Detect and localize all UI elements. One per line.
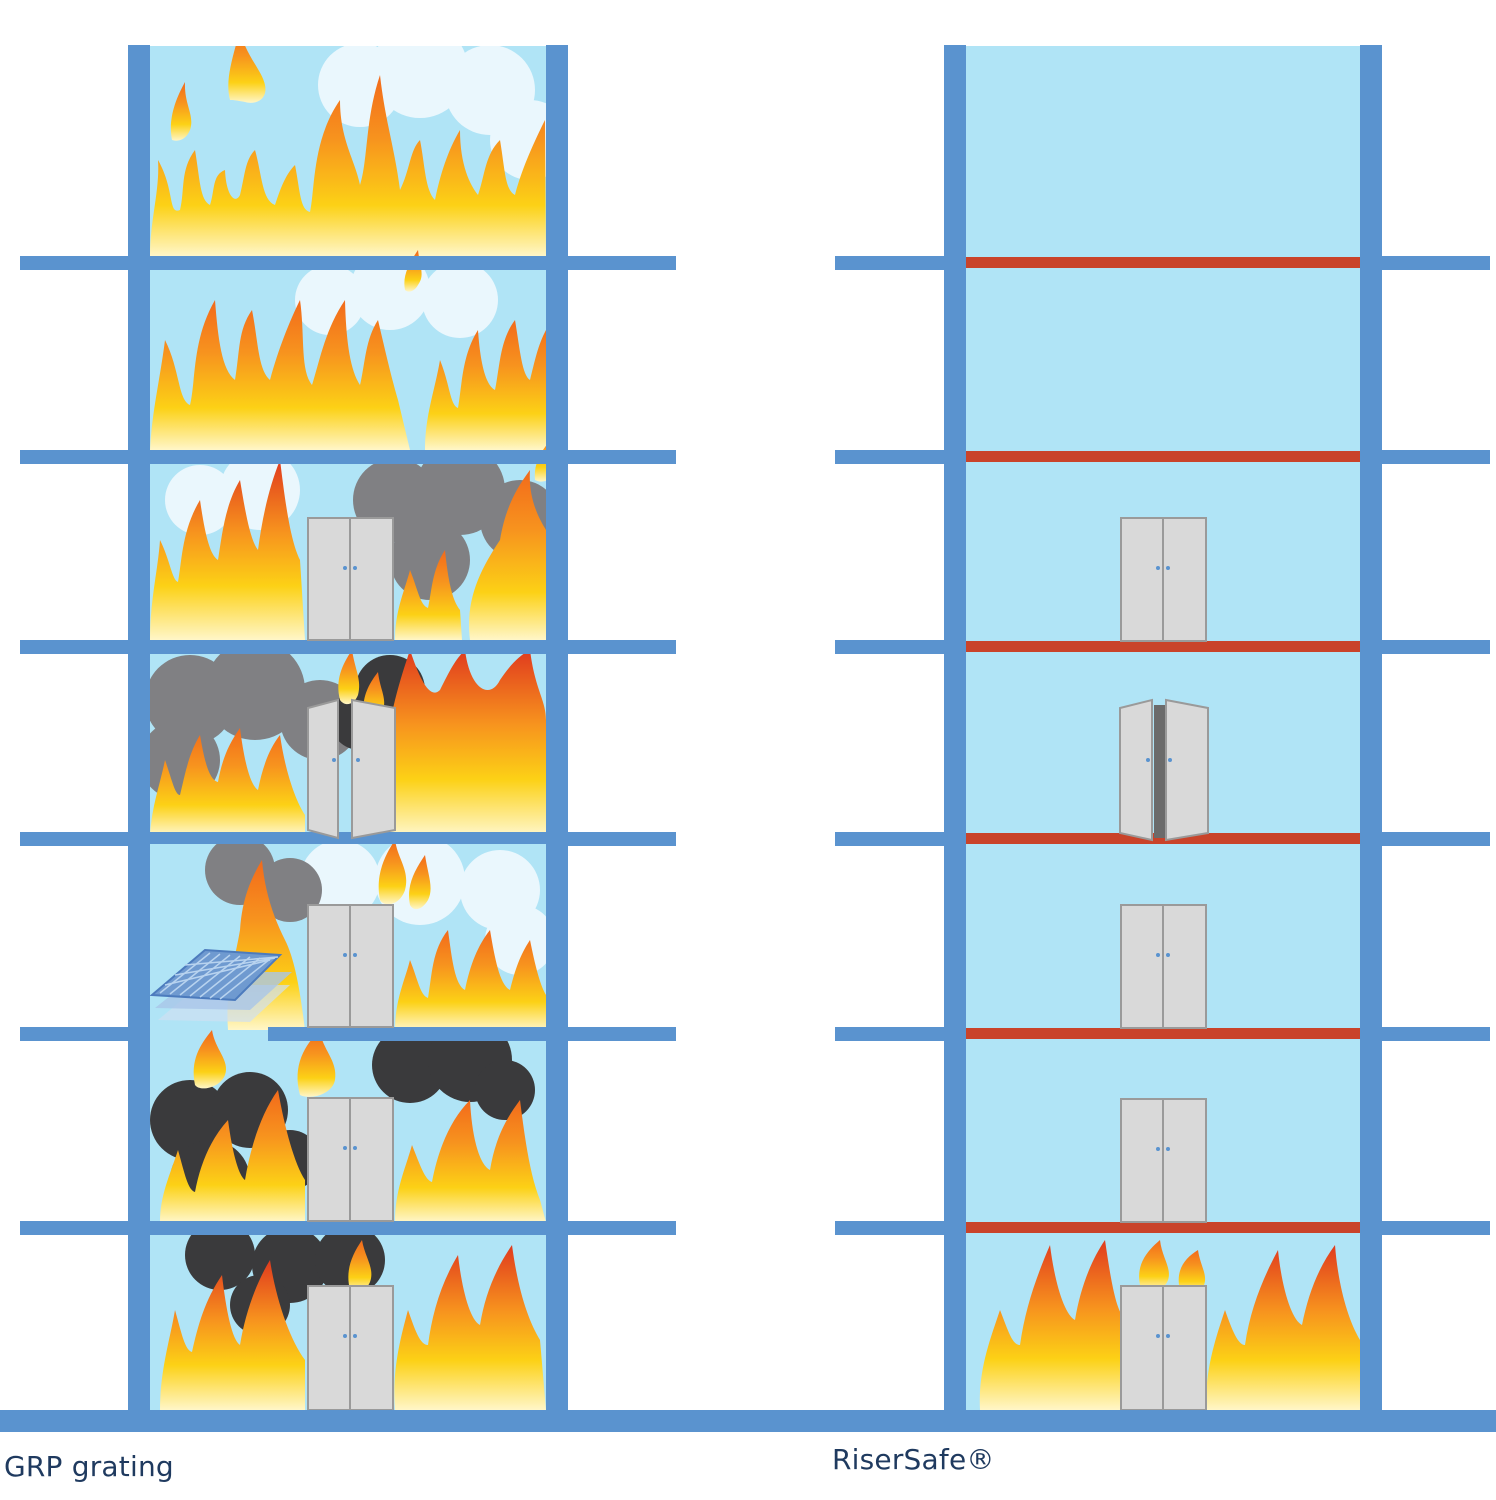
flame-icon [150,460,546,640]
grp-shaft [20,45,676,1412]
flame-icon [150,650,546,835]
flame-icon [160,1030,546,1222]
fire-barrier-floors [966,257,1360,1233]
flame-icon [150,46,546,256]
caption-grp-grating: GRP grating [4,1450,174,1483]
flame-icon [150,250,546,482]
caption-risersafe: RiserSafe® [832,1443,995,1476]
cabinet-door-icon [1119,517,1209,1411]
ground-beam [0,1410,1496,1432]
flame-icon [160,1240,546,1410]
flame-icon [979,1240,1360,1410]
right-frame [835,45,1490,1412]
left-fire-and-smoke [150,46,546,1410]
risersafe-shaft [835,45,1490,1412]
grp-grating-panel-icon [149,948,292,1022]
cabinet-door-icon [307,517,396,1411]
left-floor-slabs [150,256,546,1235]
left-frame [20,45,676,1412]
